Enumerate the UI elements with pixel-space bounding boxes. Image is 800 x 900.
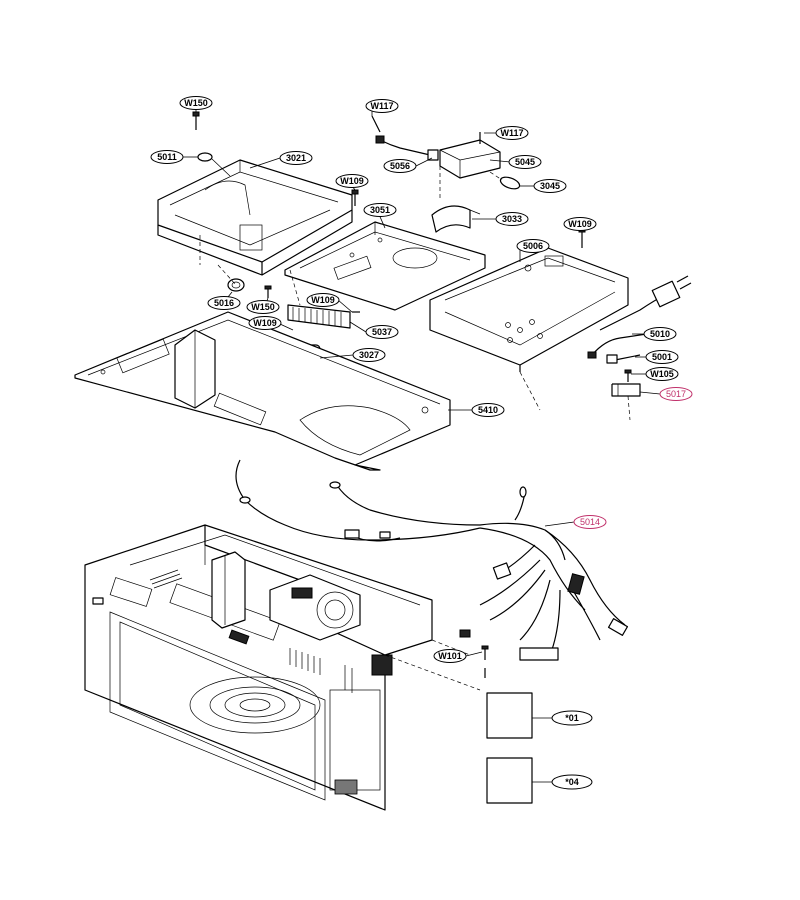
svg-text:5410: 5410: [478, 405, 498, 415]
grille-5037: [287, 304, 360, 329]
svg-text:5017: 5017: [666, 389, 686, 399]
part-label: 3027: [352, 348, 386, 362]
svg-text:3045: 3045: [540, 181, 560, 191]
part-label: 5001: [645, 350, 679, 364]
part-label: W117: [365, 99, 399, 113]
part-label: W150: [179, 96, 213, 110]
plate-3051: [284, 221, 486, 311]
duct-3033: [431, 205, 481, 233]
part-label: 3021: [279, 151, 313, 165]
part-label: 5017: [659, 387, 693, 401]
part-label: 3045: [533, 179, 567, 193]
part-label: 5037: [365, 325, 399, 339]
power-cord-5010: [587, 275, 692, 359]
svg-text:W101: W101: [438, 651, 462, 661]
part-3045: [489, 171, 521, 190]
svg-text:W109: W109: [568, 219, 592, 229]
svg-text:3051: 3051: [370, 205, 390, 215]
part-label: W109: [306, 293, 340, 307]
svg-text:W150: W150: [184, 98, 208, 108]
svg-text:W117: W117: [500, 128, 523, 138]
svg-text:*01: *01: [565, 713, 579, 723]
svg-text:5016: 5016: [214, 298, 234, 308]
upper-cover-3021: [157, 159, 353, 276]
thermostat-5011: [197, 152, 231, 177]
document-01: [486, 692, 533, 739]
part-label: W105: [645, 367, 679, 381]
screw-w105: [624, 369, 632, 382]
svg-text:W109: W109: [253, 318, 277, 328]
svg-text:5010: 5010: [650, 329, 670, 339]
svg-text:5006: 5006: [523, 241, 543, 251]
svg-text:W109: W109: [340, 176, 364, 186]
part-label: 5006: [516, 239, 550, 253]
part-label: W109: [248, 316, 282, 330]
harness-5056: [371, 115, 439, 161]
svg-text:3027: 3027: [359, 350, 379, 360]
part-label: W109: [563, 217, 597, 231]
part-5001: [606, 354, 641, 364]
main-chassis: [84, 524, 433, 811]
svg-text:3021: 3021: [286, 153, 306, 163]
part-label: 5056: [383, 159, 417, 173]
part-label: *04: [551, 774, 593, 790]
part-label: W150: [246, 300, 280, 314]
part-5016: [217, 264, 245, 292]
screw-w101: [481, 645, 489, 678]
part-label: 5010: [643, 327, 677, 341]
document-04: [486, 757, 533, 804]
part-label: 5410: [471, 403, 505, 417]
base-plate-5410: [74, 311, 451, 471]
svg-text:3033: 3033: [502, 214, 522, 224]
bracket-5045: [439, 132, 501, 179]
bracket-5017: [611, 383, 641, 397]
svg-text:*04: *04: [565, 777, 579, 787]
part-label: 3051: [363, 203, 397, 217]
part-label: W109: [335, 174, 369, 188]
svg-text:5001: 5001: [652, 352, 672, 362]
svg-text:W150: W150: [251, 302, 275, 312]
svg-text:5056: 5056: [390, 161, 410, 171]
part-label: *01: [551, 710, 593, 726]
svg-text:W105: W105: [650, 369, 674, 379]
screw-w109-left: [351, 189, 359, 206]
part-label: W101: [433, 649, 467, 663]
wire-harness-5014: [235, 459, 629, 661]
part-label: 5016: [207, 296, 241, 310]
part-label: 5045: [508, 155, 542, 169]
svg-text:5014: 5014: [580, 517, 600, 527]
svg-text:W109: W109: [311, 295, 335, 305]
svg-text:5011: 5011: [157, 152, 177, 162]
part-label: 5014: [573, 515, 607, 529]
screw-w150-top: [192, 111, 200, 130]
part-label: 5011: [150, 150, 184, 164]
screw-w150-bottom: [264, 285, 272, 298]
svg-text:5037: 5037: [372, 327, 392, 337]
svg-text:5045: 5045: [515, 157, 535, 167]
part-label: 3033: [495, 212, 529, 226]
svg-text:W117: W117: [370, 101, 393, 111]
part-label: W117: [495, 126, 529, 140]
